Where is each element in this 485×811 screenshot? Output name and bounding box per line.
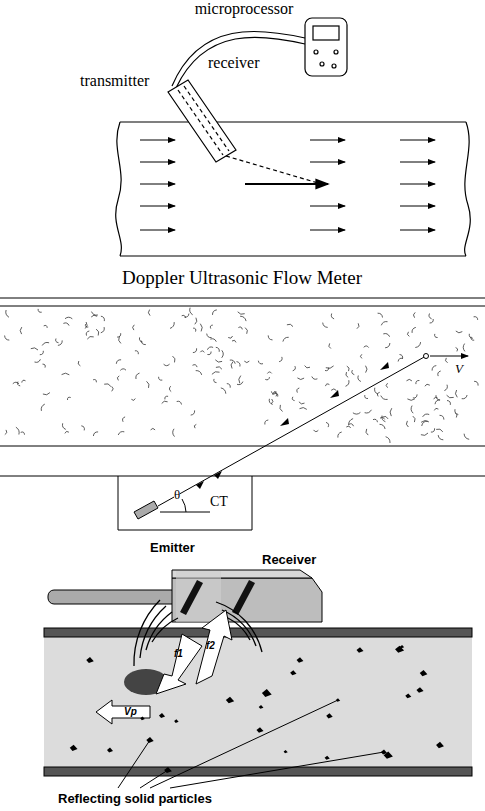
velocity-label: Vp [124, 706, 137, 717]
part-label: Emitter [150, 541, 195, 555]
part-label: transmitter [80, 72, 149, 90]
velocity-label: V [455, 362, 463, 376]
diagram-title: Doppler Ultrasonic Flow Meter [122, 268, 362, 289]
part-label: Receiver [262, 553, 316, 567]
frequency-label: f1 [174, 648, 183, 659]
frequency-label: f2 [206, 640, 215, 651]
part-label: receiver [208, 54, 260, 72]
sound-speed-label: CT [210, 494, 228, 509]
angle-label: θ [174, 488, 180, 502]
part-label: Reflecting solid particles [58, 792, 212, 806]
part-label: microprocessor [195, 0, 294, 18]
